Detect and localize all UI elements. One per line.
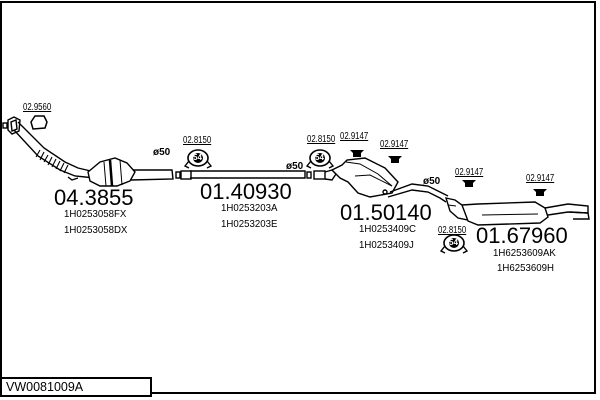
hanger-shape-a xyxy=(350,150,364,157)
clamp-shape-b xyxy=(305,149,335,169)
part-number-1[interactable]: 04.3855 xyxy=(54,185,134,210)
oe-number-4a: 1H6253609AK xyxy=(493,247,556,259)
clamp-shape-c xyxy=(439,234,469,254)
clamp-size-a: 54 xyxy=(193,153,202,162)
gasket-shape xyxy=(30,115,48,130)
clamp-ref-c[interactable]: 02.8150 xyxy=(438,225,467,236)
clamp-ref-a[interactable]: 02.8150 xyxy=(183,135,212,146)
hanger-shape-b xyxy=(388,156,402,163)
part-number-3[interactable]: 01.50140 xyxy=(340,200,432,225)
clamp-ref-b[interactable]: 02.8150 xyxy=(307,134,336,145)
oe-number-1a: 1H0253058FX xyxy=(64,208,127,220)
part-number-4[interactable]: 01.67960 xyxy=(476,223,568,248)
diagram-code-label: VW0081009A xyxy=(0,377,152,397)
oe-number-2b: 1H0253203E xyxy=(221,218,278,230)
diameter-label-1: ø50 xyxy=(153,147,171,158)
clamp-shape-a xyxy=(183,149,213,169)
oe-number-2a: 1H0253203A xyxy=(221,202,278,214)
hanger-ref-d[interactable]: 02.9147 xyxy=(526,173,555,184)
front-pipe xyxy=(13,121,96,181)
diagram-frame xyxy=(0,1,596,394)
hanger-ref-c[interactable]: 02.9147 xyxy=(455,167,484,178)
center-muffler xyxy=(330,157,449,203)
front-pipe-flange xyxy=(2,116,21,135)
clamp-size-c: 54 xyxy=(449,238,458,247)
part-number-2[interactable]: 01.40930 xyxy=(200,179,292,204)
hanger-shape-c xyxy=(462,180,476,187)
oe-number-4b: 1H6253609H xyxy=(497,262,554,274)
oe-number-3a: 1H0253409C xyxy=(359,223,416,235)
oe-number-3b: 1H0253409J xyxy=(359,239,414,251)
diameter-label-2: ø50 xyxy=(286,161,304,172)
oe-number-1b: 1H0253058DX xyxy=(64,224,128,236)
catalytic-converter xyxy=(87,157,192,187)
diameter-label-3: ø50 xyxy=(423,176,441,187)
hanger-ref-a[interactable]: 02.9147 xyxy=(340,131,369,142)
hanger-shape-d xyxy=(533,189,547,196)
gasket-ref[interactable]: 02.9560 xyxy=(23,102,52,113)
hanger-ref-b[interactable]: 02.9147 xyxy=(380,139,409,150)
clamp-size-b: 54 xyxy=(315,153,324,162)
rear-muffler xyxy=(461,201,590,226)
